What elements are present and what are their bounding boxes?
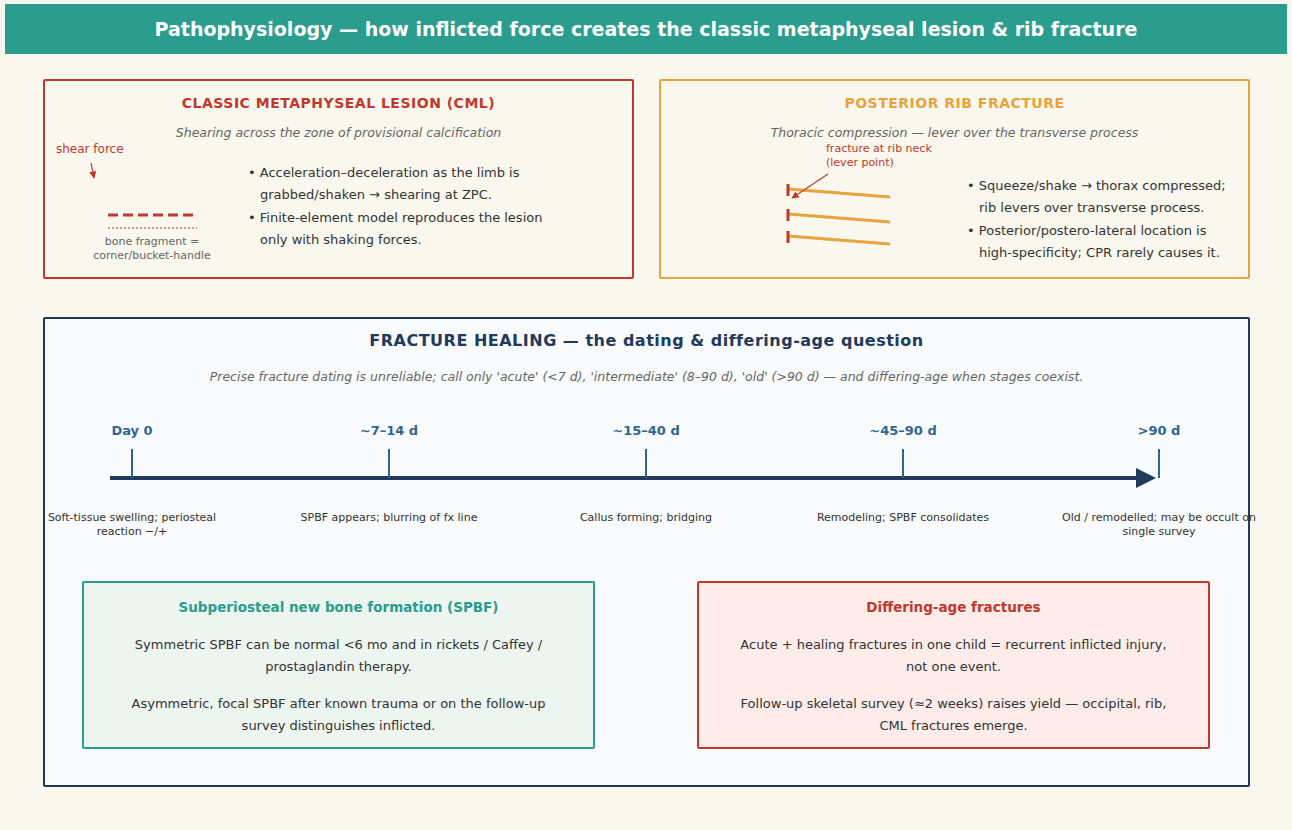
title: Pathophysiology — how inflicted force cr… [155,18,1138,40]
box-body: Acute + healing fractures in one child =… [729,634,1178,678]
bullet-text: • Squeeze/shake → thorax compressed; rib… [967,175,1243,219]
stage-note: SPBF appears; blurring of fx line [299,511,479,525]
bone-fragment [108,228,197,229]
ribs [788,184,890,244]
panel-subtitle: Thoracic compression — lever over the tr… [661,125,1248,140]
box-body: Symmetric SPBF can be normal <6 mo and i… [114,634,563,678]
fracture-line [108,214,197,217]
bullet-text: • Acceleration–deceleration as the limb … [248,162,548,206]
shear-arrow [91,163,94,178]
callout-label: bone fragment = corner/bucket-handle [82,235,222,264]
time-label: >90 d [1079,423,1239,440]
panel-heading: CLASSIC METAPHYSEAL LESION (CML) [45,95,632,111]
stage-note: Remodeling; SPBF consolidates [813,511,993,525]
mechanism-panel: POSTERIOR RIB FRACTURE Thoracic compressi… [659,79,1250,279]
panel-heading: FRACTURE HEALING — the dating & differin… [45,331,1248,350]
stage-note: Callus forming; bridging [556,511,736,525]
time-label: ~15–40 d [566,423,726,440]
box-body: Follow-up skeletal survey (≈2 weeks) rai… [729,693,1178,737]
box-heading: Differing-age fractures [699,599,1208,615]
bullet-text: • Posterior/postero-lateral location is … [967,220,1243,264]
panel-subtitle: Precise fracture dating is unreliable; c… [65,369,1228,384]
mechanism-panel: CLASSIC METAPHYSEAL LESION (CML) Shearing… [43,79,634,279]
panel-heading: POSTERIOR RIB FRACTURE [661,95,1248,111]
stage-note: Soft-tissue swelling; periosteal reactio… [42,511,222,540]
panel-subtitle: Shearing across the zone of provisional … [45,125,632,140]
healing-panel: FRACTURE HEALING — the dating & differin… [43,317,1250,787]
box-body: Asymmetric, focal SPBF after known traum… [114,693,563,737]
leader-line [792,174,828,198]
time-label: ~7–14 d [309,423,469,440]
box-heading: Subperiosteal new bone formation (SPBF) [84,599,593,615]
info-box: Subperiosteal new bone formation (SPBF) S… [82,581,595,749]
title-bar: Pathophysiology — how inflicted force cr… [5,4,1287,54]
callout-label: fracture at rib neck (lever point) [826,142,951,171]
time-label: ~45–90 d [823,423,983,440]
info-box: Differing-age fracturesAcute + healing f… [697,581,1210,749]
bullet-text: • Finite-element model reproduces the le… [248,207,548,251]
stage-note: Old / remodelled; may be occult on singl… [1054,511,1264,540]
callout-label: shear force [56,142,146,158]
time-label: Day 0 [52,423,212,440]
